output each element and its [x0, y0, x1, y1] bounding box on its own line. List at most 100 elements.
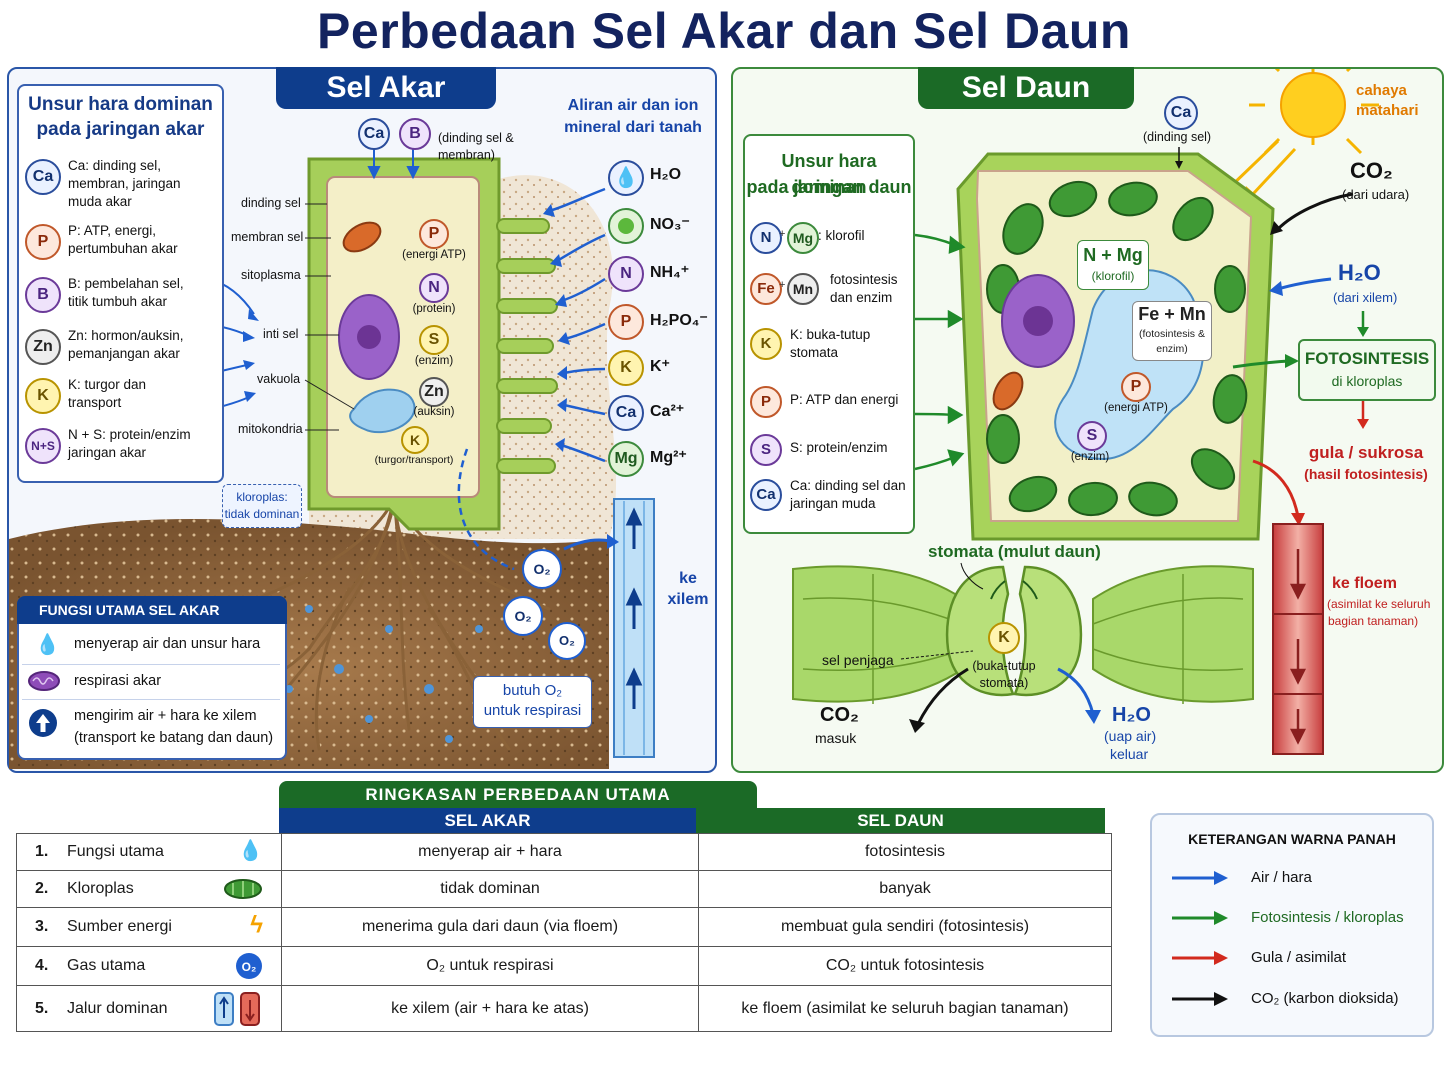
- legend-label: Fotosintesis / kloroplas: [1251, 909, 1404, 926]
- ion-mg: Mg²⁺: [650, 449, 687, 466]
- nutrient-daun-symbol: Fe: [750, 273, 782, 305]
- cell-ion-n-label: (protein): [412, 303, 456, 315]
- ion-ca-top: Ca: [358, 118, 390, 150]
- femn-sub-2: enzim): [1156, 343, 1188, 355]
- nutrient-daun-symbol: S: [750, 434, 782, 466]
- row-label: Gas utama: [67, 957, 146, 974]
- keluar-label: keluar: [1110, 746, 1149, 762]
- row-label: Sumber energi: [67, 918, 172, 935]
- nutrient-box-akar-title-1: Unsur hara dominan: [28, 94, 213, 115]
- nutrient-box-daun-title-1: Unsur hara dominan: [781, 151, 877, 197]
- daun-h2o-sub: (dari xilem): [1333, 290, 1398, 305]
- row-number: 5.: [35, 999, 49, 1017]
- kloroplas-note-2: tidak dominan: [224, 507, 300, 521]
- ke-xilem-1: ke: [679, 570, 697, 587]
- daun-cell-p-label: (energi ATP): [1104, 402, 1168, 414]
- nutrient-akar-text: jaringan akar: [68, 445, 147, 460]
- cell-ion-zn-label: (auksin): [413, 406, 455, 418]
- gula-label-2: (hasil fotosintesis): [1304, 466, 1428, 482]
- nutrient-akar-symbol: Zn: [25, 329, 61, 365]
- legend-arrow-icon: [1172, 908, 1230, 928]
- ion-symbol-k: K: [608, 350, 644, 386]
- summary-col-daun: SEL DAUN: [696, 808, 1105, 833]
- legend-label: CO₂ (karbon dioksida): [1251, 990, 1399, 1007]
- label-vakuola: vakuola: [257, 372, 301, 386]
- buka-tutup-1: (buka-tutup: [972, 659, 1036, 673]
- top-ions-label-2: membran): [438, 148, 495, 162]
- nutrient-daun-text-2: dan enzim: [830, 290, 893, 305]
- chloroplast-icon: [223, 878, 263, 900]
- fungsi-divider-2: [22, 699, 280, 700]
- uap-label: (uap air): [1104, 728, 1157, 744]
- nmg-box: [1077, 240, 1149, 290]
- ion-symbol-mg: Mg: [608, 441, 644, 477]
- fungsi-title: FUNGSI UTAMA SEL AKAR: [17, 596, 287, 624]
- table-cell-daun: CO₂ untuk fotosintesis: [698, 946, 1112, 986]
- table-cell-label: 2.Kloroplas: [16, 870, 282, 908]
- lightning-icon: ϟ: [250, 911, 263, 939]
- floem-label-2: (asimilat ke seluruh: [1327, 597, 1431, 611]
- ion-nh4: NH₄⁺: [650, 264, 690, 281]
- nutrient-akar-text: P: ATP, energi,: [68, 223, 157, 238]
- cell-ion-s: S: [419, 325, 449, 355]
- nutrient-akar-symbol: P: [25, 224, 61, 260]
- row-number: 2.: [35, 880, 49, 897]
- nutrient-daun-symbol-2: Mn: [787, 273, 819, 305]
- nutrient-akar-text: Zn: hormon/auksin,: [68, 328, 184, 343]
- nutrient-daun-text-2: stomata: [790, 345, 839, 360]
- nutrient-daun-text: S: protein/enzim: [790, 440, 888, 455]
- nutrient-daun-text: K: buka-tutup: [790, 327, 871, 342]
- table-cell-daun: membuat gula sendiri (fotosintesis): [698, 907, 1112, 947]
- table-cell-akar: menerima gula dari daun (via floem): [281, 907, 699, 947]
- co2-masuk: CO₂: [820, 704, 859, 726]
- ion-ca: Ca²⁺: [650, 403, 685, 420]
- water-drop-icon: 💧: [238, 840, 263, 862]
- ion-k: K⁺: [650, 358, 670, 375]
- ion-symbol-p: P: [608, 304, 644, 340]
- ion-h2po4: H₂PO₄⁻: [650, 312, 708, 329]
- table-cell-label: 5.Jalur dominan: [16, 985, 282, 1032]
- label-mitokondria: mitokondria: [238, 422, 303, 436]
- h2o-out: H₂O: [1112, 704, 1151, 726]
- o2-bubble-2: O₂: [503, 596, 543, 636]
- fotosintesis-sub: di kloroplas: [1331, 373, 1403, 389]
- cahaya-2: matahari: [1356, 102, 1419, 119]
- nutrient-box-akar-title-2: pada jaringan akar: [36, 119, 205, 140]
- nutrient-akar-text: Ca: dinding sel,: [68, 158, 162, 173]
- butuh-o2-2: untuk respirasi: [483, 702, 582, 719]
- nutrient-akar-symbol: Ca: [25, 159, 61, 195]
- legend-label: Gula / asimilat: [1251, 949, 1347, 966]
- cell-ion-zn: Zn: [419, 377, 449, 407]
- nutrient-akar-text: N + S: protein/enzim: [68, 427, 191, 442]
- oxygen-icon: O₂: [235, 952, 263, 980]
- kloroplas-note: [222, 484, 302, 528]
- table-cell-akar: ke xilem (air + hara ke atas): [281, 985, 699, 1032]
- plus-icon: +: [779, 228, 786, 240]
- stomata-title: stomata (mulut daun): [928, 542, 1101, 561]
- cell-ion-k: K: [401, 426, 429, 454]
- page-title: Perbedaan Sel Akar dan Sel Daun: [317, 3, 1131, 59]
- fungsi-item-4: (transport ke batang dan daun): [74, 730, 274, 746]
- cell-ion-p: P: [419, 219, 449, 249]
- nutrient-akar-symbol: B: [25, 277, 61, 313]
- gula-label-1: gula / sukrosa: [1308, 443, 1424, 462]
- sel-penjaga-label: sel penjaga: [822, 652, 894, 668]
- nutrient-daun-symbol: P: [750, 386, 782, 418]
- nutrient-box-daun-title-2: pada jaringan daun: [746, 177, 912, 197]
- tab-sel-akar[interactable]: Sel Akar: [276, 67, 496, 109]
- summary-col-akar: SEL AKAR: [279, 808, 696, 833]
- tab-sel-daun[interactable]: Sel Daun: [918, 67, 1134, 109]
- summary-title: RINGKASAN PERBEDAAN UTAMA: [279, 781, 757, 808]
- ion-symbol-n: N: [608, 256, 644, 292]
- table-cell-daun: banyak: [698, 870, 1112, 908]
- nutrient-akar-symbol: N+S: [25, 428, 61, 464]
- fungsi-item-2: respirasi akar: [74, 673, 162, 689]
- arrow-up-icon: [29, 709, 57, 737]
- daun-co2: CO₂: [1350, 158, 1393, 183]
- nitrate-icon: [608, 208, 644, 244]
